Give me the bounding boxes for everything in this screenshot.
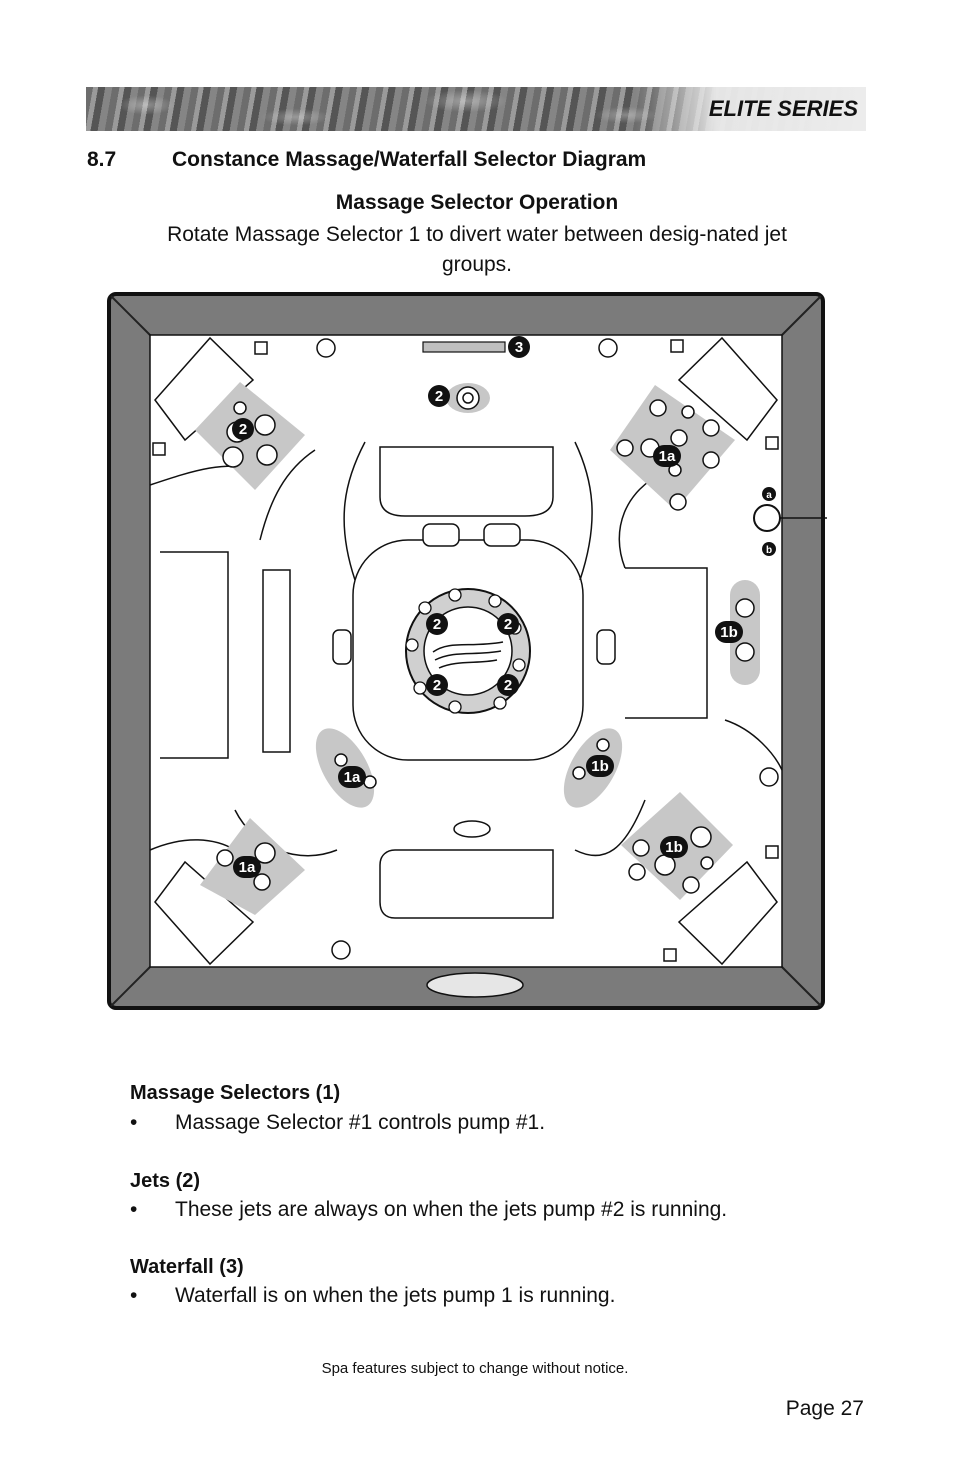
operation-title: Massage Selector Operation: [335, 191, 619, 214]
legend-waterfall-text: Waterfall is on when the jets pump 1 is …: [175, 1284, 616, 1307]
svg-text:2: 2: [433, 677, 441, 694]
callout-top-left-group: 2: [232, 418, 254, 440]
legend-waterfall-item: • Waterfall is on when the jets pump 1 is…: [130, 1284, 615, 1308]
banner-fade: [636, 87, 866, 131]
seat-outlines: [149, 441, 783, 919]
svg-text:1a: 1a: [659, 448, 676, 465]
callout-right-group: 1b: [715, 621, 743, 643]
callout-mid-left: 1a: [338, 766, 366, 788]
svg-text:1a: 1a: [344, 769, 361, 786]
svg-text:2: 2: [504, 677, 512, 694]
callout-top-right-group: 1a: [653, 445, 681, 467]
jet-pillows: [332, 523, 616, 838]
svg-text:a: a: [766, 490, 772, 501]
legend-jets-text: These jets are always on when the jets p…: [175, 1198, 728, 1221]
legend-selectors-item: • Massage Selector #1 controls pump #1.: [130, 1111, 545, 1135]
logo-emblem: [432, 641, 504, 669]
series-title: ELITE SERIES: [708, 96, 858, 121]
legend-selectors-text: Massage Selector #1 controls pump #1.: [175, 1111, 546, 1134]
callout-top-jet: 2: [428, 385, 450, 407]
bullet: •: [130, 1198, 138, 1221]
operation-description: Rotate Massage Selector 1 to divert wate…: [167, 223, 787, 276]
callout-selector-a: a: [762, 487, 776, 501]
legend-waterfall-title: Waterfall (3): [130, 1256, 244, 1278]
svg-text:1b: 1b: [665, 839, 683, 856]
series-banner: ELITE SERIES: [86, 87, 866, 131]
callout-center-bottom-left: 2: [426, 674, 448, 696]
svg-text:2: 2: [239, 421, 247, 438]
section-number: 8.7: [87, 148, 117, 171]
control-panel: [426, 972, 524, 998]
massage-selector-knob: [753, 504, 781, 532]
legend-jets-item: • These jets are always on when the jets …: [130, 1198, 727, 1222]
callout-center-top-right: 2: [497, 613, 519, 635]
legend-selectors-title: Massage Selectors (1): [130, 1082, 341, 1104]
group-jets: [216, 386, 755, 894]
svg-text:2: 2: [435, 388, 443, 405]
callout-center-top-left: 2: [426, 613, 448, 635]
waterfall: [422, 341, 506, 353]
svg-text:1b: 1b: [591, 758, 609, 775]
callout-bottom-left-group: 1a: [233, 856, 261, 878]
callout-bottom-right-group: 1b: [660, 836, 688, 858]
bullet: •: [130, 1111, 138, 1134]
callout-waterfall: 3: [508, 336, 530, 358]
svg-text:1b: 1b: [720, 624, 738, 641]
page-number: Page 27: [785, 1397, 864, 1420]
headrests: [154, 336, 778, 966]
footwell: [352, 539, 584, 761]
cup-holders: [152, 338, 779, 962]
callout-center-bottom-right: 2: [497, 674, 519, 696]
callout-mid-right: 1b: [586, 755, 614, 777]
svg-text:1a: 1a: [239, 859, 256, 876]
svg-text:2: 2: [504, 616, 512, 633]
callout-selector-b: b: [762, 542, 776, 556]
svg-text:2: 2: [433, 616, 441, 633]
bullet: •: [130, 1284, 138, 1307]
spa-diagram: 3 1 a b 2 2 1a 1b 2 2 2 2: [107, 292, 827, 1010]
svg-text:b: b: [766, 545, 772, 556]
section-heading: 8.7 Constance Massage/Waterfall Selector …: [87, 148, 646, 172]
legend-jets-title: Jets (2): [130, 1170, 201, 1192]
svg-text:3: 3: [515, 339, 523, 356]
section-title: Constance Massage/Waterfall Selector Dia…: [172, 148, 647, 171]
footer-note: Spa features subject to change without n…: [321, 1360, 629, 1377]
